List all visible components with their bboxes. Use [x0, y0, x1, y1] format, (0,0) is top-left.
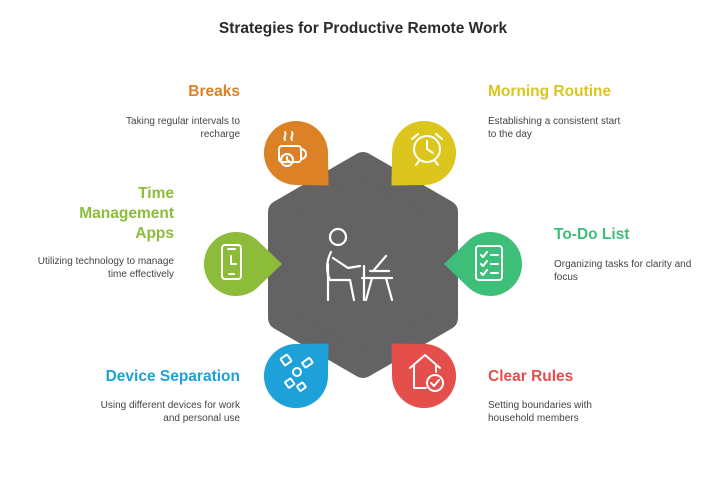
clear-rules-description: Setting boundaries with household member…	[488, 400, 592, 424]
time-management-title: Time Management Apps	[79, 185, 174, 242]
clear-rules-title: Clear Rules	[488, 368, 574, 385]
clear-rules-petal	[391, 343, 457, 409]
breaks-description: Taking regular intervals to recharge	[126, 116, 240, 140]
time-management-description: Utilizing technology to manage time effe…	[37, 256, 174, 280]
checklist-icon	[475, 245, 503, 281]
phone-clock-icon	[221, 244, 242, 280]
breaks-petal	[263, 120, 329, 186]
todo-list-description: Organizing tasks for clarity and focus	[554, 259, 692, 283]
time-management-petal	[203, 232, 282, 296]
device-separation-title: Device Separation	[105, 368, 240, 385]
coffee-cup-icon	[278, 131, 307, 167]
center-hexagon	[268, 152, 458, 378]
house-check-icon	[409, 354, 444, 392]
breaks-title: Breaks	[188, 83, 240, 100]
device-separation-description: Using different devices for work and per…	[100, 400, 240, 424]
todo-list-title: To-Do List	[554, 226, 630, 243]
diagram-title: Strategies for Productive Remote Work	[218, 20, 508, 37]
morning-routine-title: Morning Routine	[488, 83, 612, 100]
alarm-clock-icon	[411, 133, 443, 166]
devices-icon	[279, 353, 314, 392]
person-at-desk-icon	[326, 227, 394, 302]
morning-routine-description: Establishing a consistent start to the d…	[488, 116, 621, 140]
